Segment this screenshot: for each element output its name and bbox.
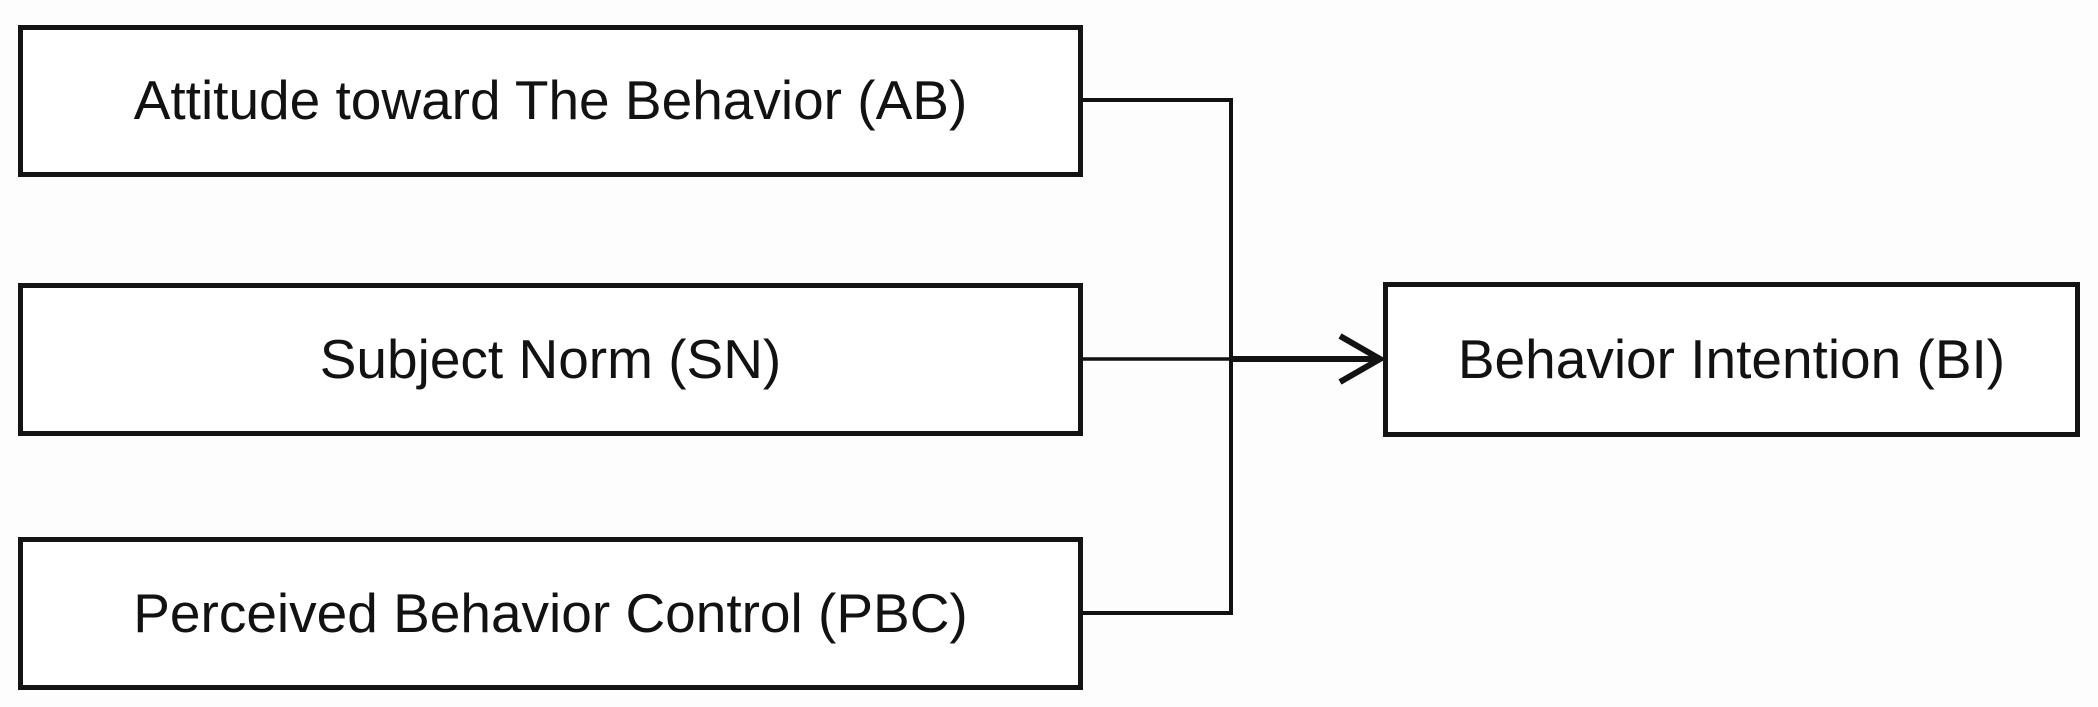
node-perceived-behavior-control: Perceived Behavior Control (PBC): [18, 537, 1083, 690]
node-attitude-toward-behavior: Attitude toward The Behavior (AB): [18, 25, 1083, 177]
node-pbc-label: Perceived Behavior Control (PBC): [133, 581, 968, 644]
node-bi-label: Behavior Intention (BI): [1457, 327, 2006, 390]
node-behavior-intention: Behavior Intention (BI): [1383, 282, 2080, 437]
node-attitude-label: Attitude toward The Behavior (AB): [133, 69, 968, 132]
arrowhead-icon: [1338, 333, 1387, 385]
node-subject-norm-label: Subject Norm (SN): [319, 327, 782, 390]
node-subject-norm: Subject Norm (SN): [18, 283, 1083, 436]
